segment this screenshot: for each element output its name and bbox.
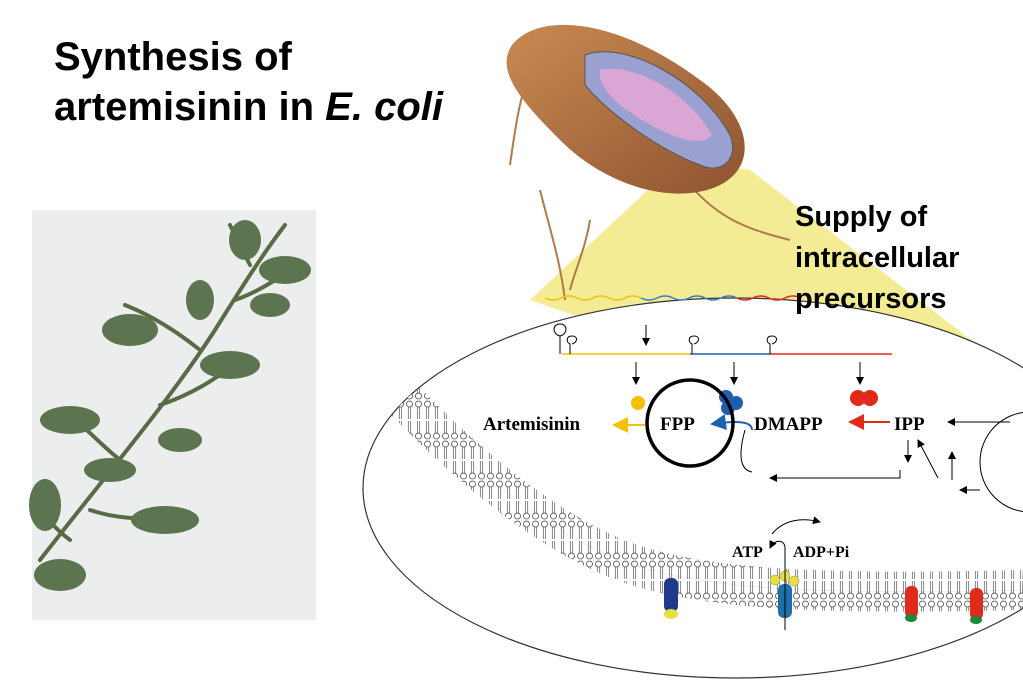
- title-line-2: artemisinin in E. coli: [54, 82, 443, 132]
- fpp-label: FPP: [660, 414, 695, 435]
- fpp-highlight-circle: [645, 378, 735, 468]
- supply-line-1: Supply of: [795, 201, 928, 233]
- gene-operon: [544, 295, 892, 385]
- supply-line-3: precursors: [795, 283, 947, 315]
- e-coli-cutaway-illustration: [506, 24, 791, 301]
- ipp-label: IPP: [894, 414, 925, 435]
- yellow-enzyme-icon: [631, 396, 645, 410]
- dmapp-label: DMAPP: [754, 414, 823, 435]
- title-line-1: Synthesis of: [54, 35, 292, 79]
- title-organism: E. coli: [325, 85, 443, 129]
- slide-title: Synthesis of artemisinin in E. coli: [54, 32, 443, 132]
- atp-label: ATP: [732, 544, 763, 561]
- membrane-transporters: [664, 570, 983, 624]
- cell-outline: [362, 297, 1023, 679]
- artemisia-plant-photo: [29, 210, 316, 620]
- red-enzyme-icon: [850, 390, 878, 406]
- supply-line-2: intracellular: [795, 242, 960, 274]
- adp-label: ADP+Pi: [793, 544, 850, 561]
- title-line-2-prefix: artemisinin in: [54, 85, 326, 129]
- artemisinin-label: Artemisinin: [483, 414, 581, 435]
- supply-label: Supply of intracellular precursors: [795, 197, 959, 320]
- cell-membrane: [364, 359, 1023, 612]
